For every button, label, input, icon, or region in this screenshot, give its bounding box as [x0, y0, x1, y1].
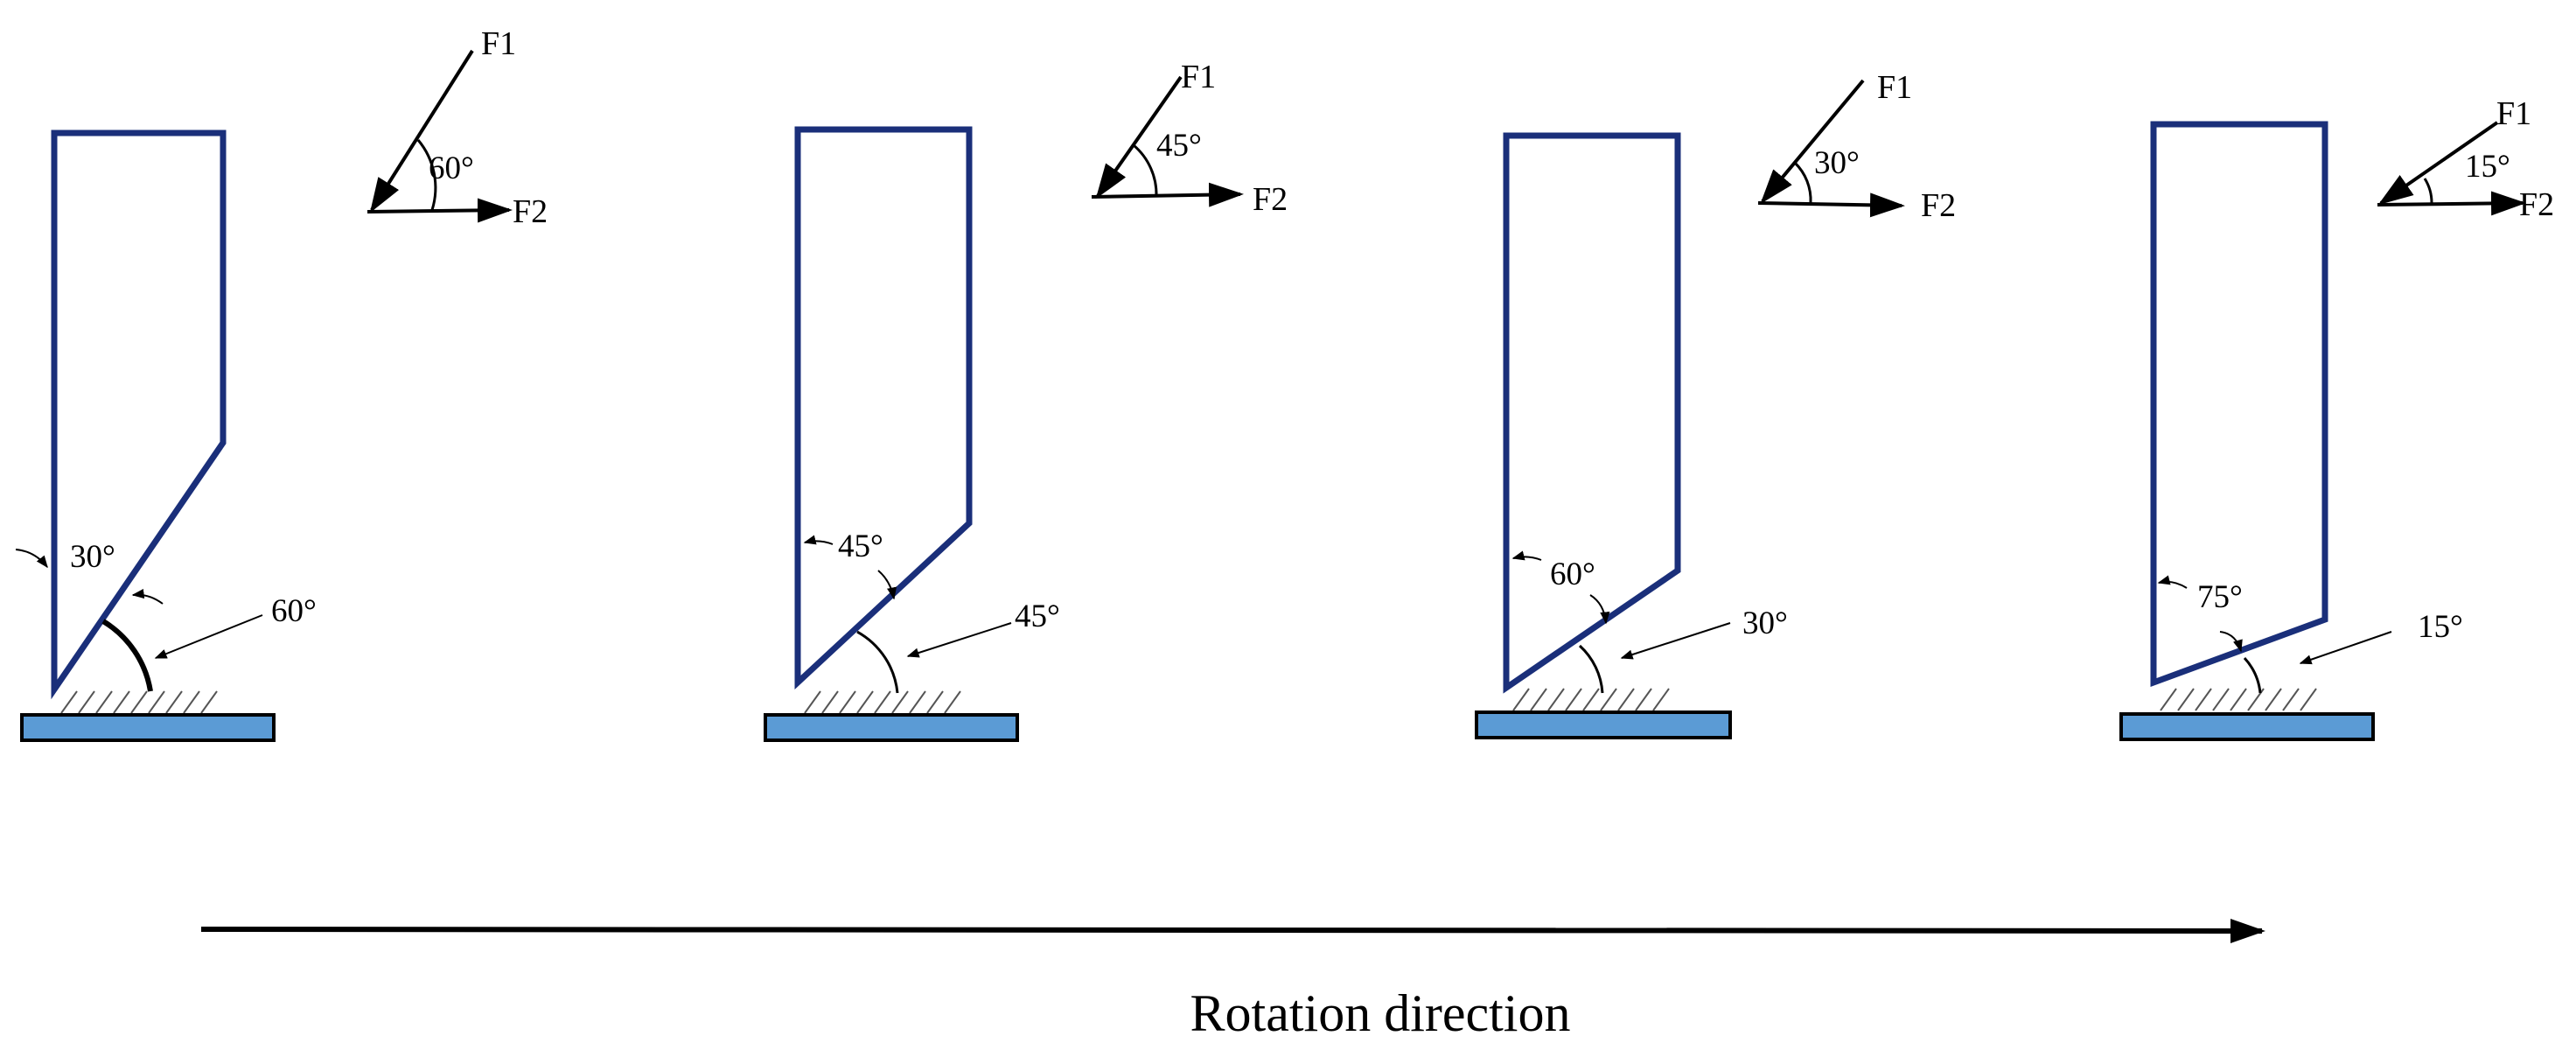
- force-diagram-4: F1 F2 15°: [2377, 95, 2554, 223]
- tool-angle-label: 75°: [2197, 579, 2243, 615]
- blade-1: [51, 130, 227, 700]
- substrate-1: [20, 690, 276, 742]
- force-diagram-1: F1 F2 60°: [367, 25, 548, 230]
- contact-angle-label: 30°: [1742, 606, 1788, 641]
- contact-angle-label: 15°: [2418, 609, 2463, 645]
- f1-label: F1: [1181, 59, 1216, 95]
- blade-3: [1503, 132, 1681, 694]
- force-diagram-3: F1 F2 30°: [1757, 69, 1956, 224]
- f1-label: F1: [2496, 95, 2531, 132]
- force-diagram-2: F1 F2 45°: [1091, 59, 1288, 218]
- tool-angle-label: 30°: [70, 539, 115, 575]
- substrate-2: [764, 690, 1019, 742]
- rotation-arrow: [200, 918, 2265, 943]
- force-angle-label: 15°: [2465, 149, 2510, 185]
- f1-label: F1: [1877, 69, 1912, 106]
- f2-label: F2: [1921, 187, 1956, 224]
- contact-angle-label: 45°: [1015, 598, 1060, 634]
- blade-4: [2150, 121, 2328, 688]
- stage-1: F1 F2 60° 30°: [15, 25, 548, 742]
- f1-label: F1: [481, 25, 516, 62]
- force-angle-label: 45°: [1156, 128, 1202, 164]
- tool-angle-label: 45°: [838, 528, 883, 564]
- blade-2: [794, 126, 973, 690]
- f2-label: F2: [513, 193, 548, 230]
- angle-annotations-3: 60° 30°: [1511, 550, 1788, 694]
- f2-label: F2: [2519, 186, 2554, 223]
- contact-angle-label: 60°: [271, 593, 317, 629]
- substrate-4: [2119, 688, 2375, 741]
- angle-annotations-1: 30° 60°: [15, 539, 317, 692]
- rotation-direction-caption: Rotation direction: [1190, 984, 1571, 1042]
- tool-angle-label: 60°: [1550, 556, 1595, 592]
- stage-3: F1 F2 30° 60°: [1475, 69, 1956, 739]
- stage-4: F1 F2 15° 75°: [2119, 95, 2554, 741]
- force-angle-label: 60°: [429, 150, 474, 186]
- angle-annotations-4: 75° 15°: [2157, 575, 2463, 694]
- angle-annotations-2: 45° 45°: [803, 528, 1060, 694]
- stage-2: F1 F2 45° 45°: [764, 59, 1288, 742]
- substrate-3: [1475, 688, 1732, 739]
- force-angle-label: 30°: [1814, 145, 1860, 181]
- f2-label: F2: [1253, 181, 1288, 218]
